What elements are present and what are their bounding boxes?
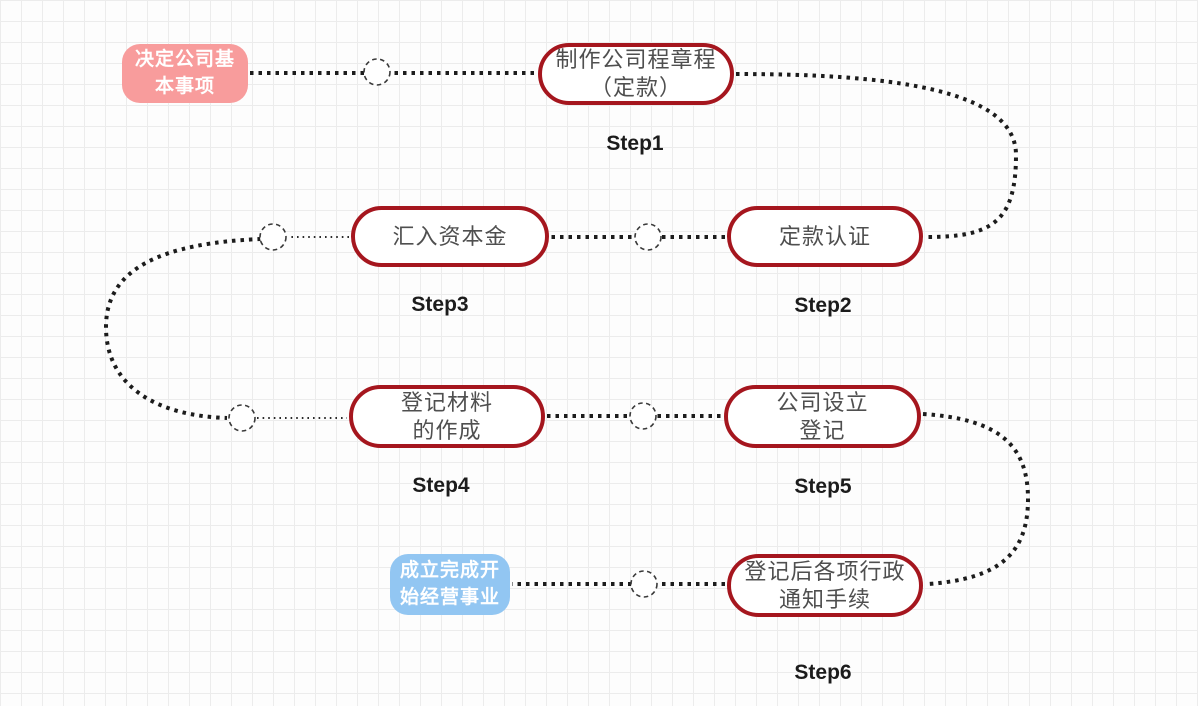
joint-circle-1 [363,58,391,86]
node-step1: 制作公司程章程 （定款） [538,43,734,105]
step1-label: Step1 [606,132,664,155]
start-badge: 决定公司基 本事项 [122,44,248,103]
start-badge-line2: 本事项 [154,75,215,97]
step2-label: Step2 [794,294,852,317]
node-step3: 汇入资本金 [351,206,549,267]
node-step6-line2: 通知手续 [778,586,871,612]
connector-step3-step4 [103,237,262,420]
node-step4-line2: 的作成 [412,417,482,443]
end-badge: 成立完成开 始经营事业 [390,554,510,615]
end-badge-line1: 成立完成开 [399,559,500,581]
node-step5-line2: 登记 [799,417,846,443]
node-step6: 登记后各项行政 通知手续 [727,554,923,617]
step5-label: Step5 [794,475,852,498]
connector-step1-step2 [735,72,1019,239]
node-step1-line2: （定款） [589,75,682,100]
node-step4-line1: 登记材料 [400,389,493,415]
node-step1-line1: 制作公司程章程 [555,47,717,73]
node-step4: 登记材料 的作成 [349,385,545,448]
step6-label: Step6 [794,661,852,684]
node-step5-line1: 公司设立 [776,389,869,415]
start-badge-line1: 决定公司基 [134,48,235,70]
node-step3-line1: 汇入资本金 [392,223,508,249]
joint-circle-6 [630,570,658,598]
joint-circle-2 [634,223,662,251]
joint-circle-4 [228,404,256,432]
node-step5: 公司设立 登记 [724,385,921,448]
node-step2: 定款认证 [727,206,923,267]
connector-step5-step6 [922,412,1031,586]
joint-circle-5 [629,402,657,430]
step3-label: Step3 [411,293,469,316]
joint-circle-3 [259,223,287,251]
end-badge-line2: 始经营事业 [399,586,500,608]
node-step2-line1: 定款认证 [778,223,871,249]
node-step6-line1: 登记后各项行政 [744,558,906,584]
step4-label: Step4 [412,474,470,497]
